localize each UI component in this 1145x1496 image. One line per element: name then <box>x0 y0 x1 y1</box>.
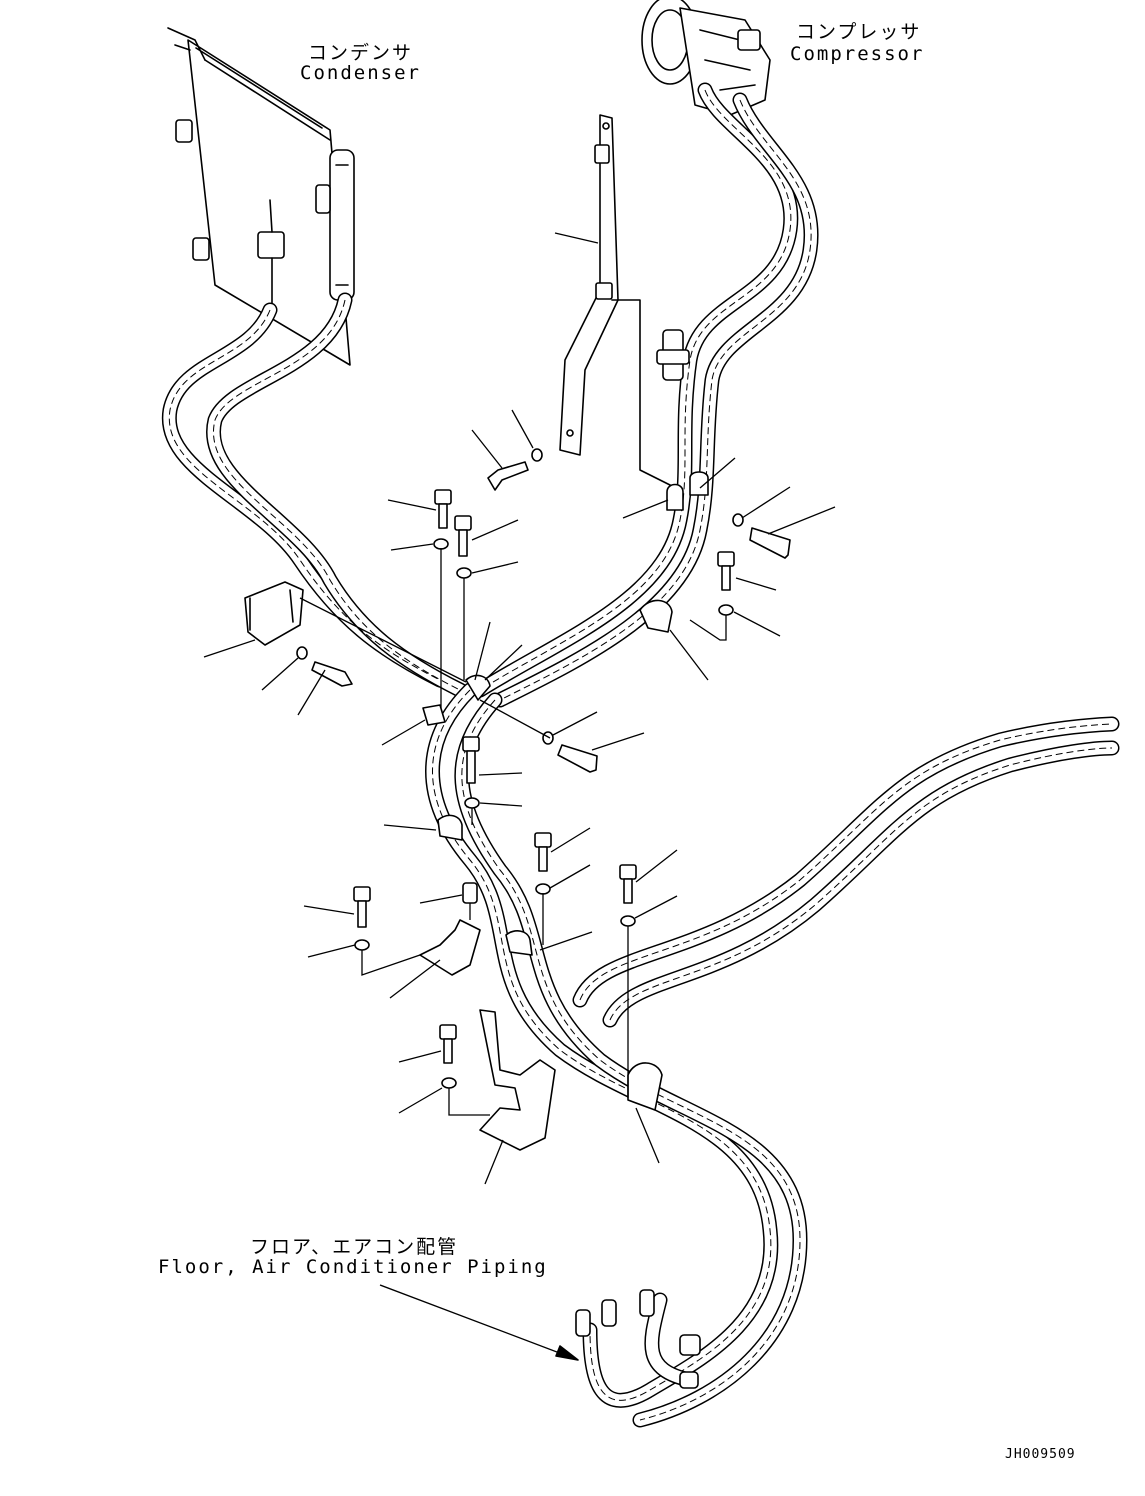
support-bracket-long <box>559 114 681 491</box>
fasteners <box>244 448 791 1151</box>
clamps <box>422 471 709 1111</box>
floor-piping-label-en: Floor, Air Conditioner Piping <box>158 1256 548 1278</box>
compressor-label-jp: コンプレッサ <box>796 21 922 43</box>
condenser <box>167 27 355 366</box>
condenser-label-jp: コンデンサ <box>308 42 414 64</box>
drawing-code: JH009509 <box>1005 1447 1076 1462</box>
leader-lines <box>203 232 836 1361</box>
hose-coupling <box>656 329 690 381</box>
floor-piping-label-jp: フロア、エアコン配管 <box>250 1236 459 1258</box>
compressor-label-en: Compressor <box>790 43 925 65</box>
condenser-label-en: Condenser <box>300 62 421 84</box>
